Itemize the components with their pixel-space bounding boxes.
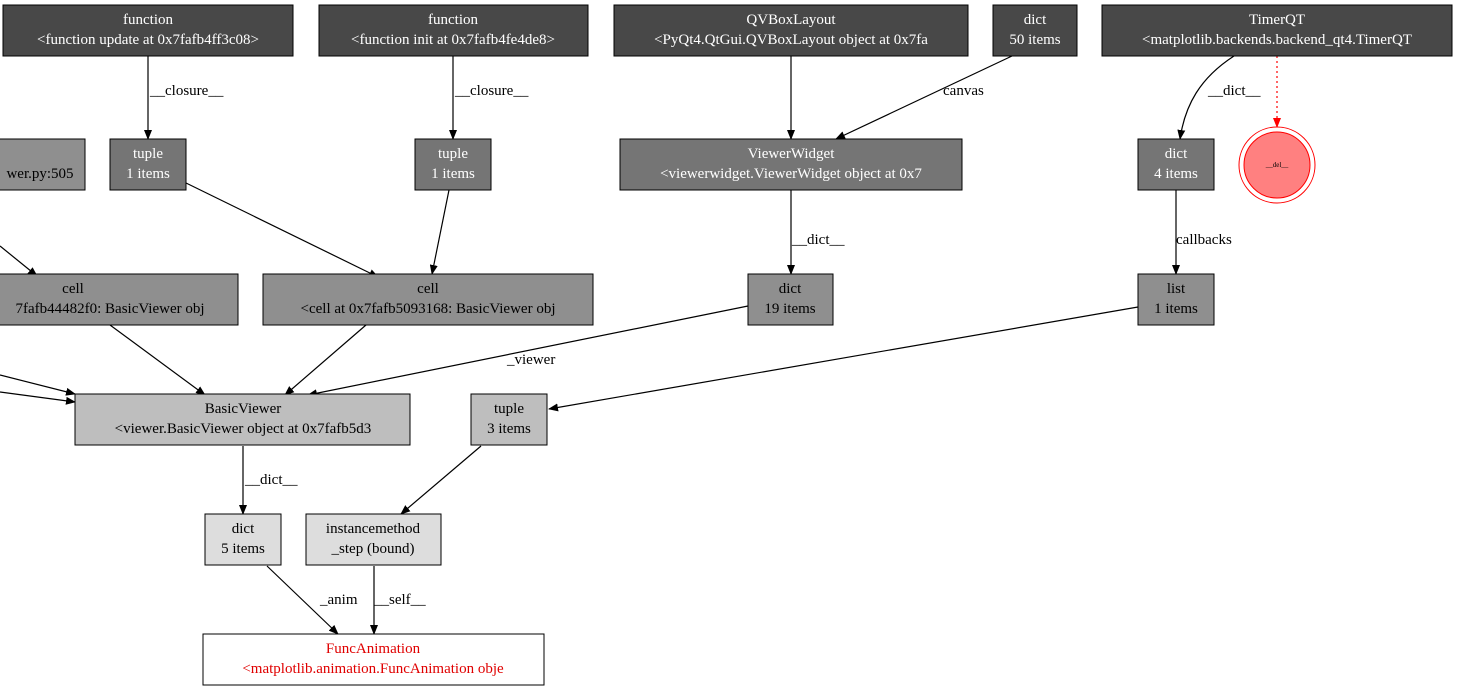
node-tuple-1a[interactable]: tuple 1 items — [109, 138, 187, 191]
edge-label-anim: _anim — [319, 592, 358, 608]
node-detail: <function init at 0x7fafb4fe4de8> — [351, 32, 555, 48]
node-cell-a[interactable]: cell 7fafb44482f0: BasicViewer obj — [0, 273, 239, 326]
node-frame-partial[interactable]: wer.py:505 — [0, 138, 86, 191]
node-title: dict — [779, 281, 802, 297]
node-cell-b[interactable]: cell <cell at 0x7fafb5093168: BasicViewe… — [262, 273, 594, 326]
edge-label-dict-widget: __dict__ — [791, 232, 845, 248]
node-title: FuncAnimation — [326, 641, 421, 657]
edge-label-closure-a: __closure__ — [149, 83, 224, 99]
edge-label-self: __self__ — [373, 592, 426, 608]
nodes: function <function update at 0x7fafb4ff3… — [0, 4, 1453, 686]
node-title: dict — [1165, 146, 1188, 162]
edge-label-viewer: _viewer — [506, 352, 555, 368]
node-detail: 3 items — [487, 421, 531, 437]
edge-offscreen-b-to-basicviewer — [0, 391, 76, 405]
edge-cell-a-to-basicviewer — [109, 324, 206, 396]
edge-tuple1a-to-cell-b — [183, 181, 379, 278]
edge-offscreen-a-to-basicviewer — [0, 374, 76, 396]
edge-dict50-to-viewerwidget — [835, 55, 1013, 140]
edge-cell-b-to-basicviewer — [284, 324, 367, 396]
node-title: dict — [1024, 12, 1047, 28]
node-list-1[interactable]: list 1 items — [1137, 273, 1215, 326]
node-title: function — [428, 12, 478, 28]
edge-label-dict-timer: __dict__ — [1207, 83, 1261, 99]
edge-offscreen-to-cell-a — [0, 245, 38, 277]
edge-list1-to-tuple3 — [548, 306, 1139, 412]
node-title: tuple — [494, 401, 524, 417]
edge-label-dict-basic: __dict__ — [244, 472, 298, 488]
node-basicviewer[interactable]: BasicViewer <viewer.BasicViewer object a… — [74, 393, 411, 446]
node-title: tuple — [133, 146, 163, 162]
edge-labels: __closure__ __closure__ canvas __dict__ … — [149, 83, 1261, 608]
node-title: tuple — [438, 146, 468, 162]
node-dict-4[interactable]: dict 4 items — [1137, 138, 1215, 191]
node-title: function — [123, 12, 173, 28]
edge-dict5-to-funcanim — [266, 565, 339, 635]
node-timerqt[interactable]: TimerQT <matplotlib.backends.backend_qt4… — [1101, 4, 1453, 57]
node-title: TimerQT — [1249, 12, 1305, 28]
node-title: list — [1167, 281, 1186, 297]
edge-tuple1b-to-cell-b — [429, 189, 450, 275]
node-detail: <cell at 0x7fafb5093168: BasicViewer obj — [301, 301, 556, 317]
node-detail: <viewerwidget.ViewerWidget object at 0x7 — [660, 166, 922, 182]
node-title: cell — [417, 281, 439, 297]
node-dict-5[interactable]: dict 5 items — [204, 513, 282, 566]
node-instancemethod[interactable]: instancemethod _step (bound) — [305, 513, 442, 566]
node-title: instancemethod — [326, 521, 421, 537]
node-qvboxlayout[interactable]: QVBoxLayout <PyQt4.QtGui.QVBoxLayout obj… — [613, 4, 969, 57]
edge-dict19-to-basicviewer — [307, 305, 749, 398]
edge-tuple3-to-instmethod — [400, 445, 482, 515]
node-del-circle[interactable]: __del__ — [1238, 126, 1316, 204]
node-detail: _step (bound) — [331, 541, 415, 557]
node-title: wer.py:505 — [6, 166, 73, 182]
node-detail: <function update at 0x7fafb4ff3c08> — [37, 32, 259, 48]
node-detail: 50 items — [1009, 32, 1060, 48]
node-dict-50[interactable]: dict 50 items — [992, 4, 1078, 57]
node-detail: 1 items — [1154, 301, 1198, 317]
node-funcanimation[interactable]: FuncAnimation <matplotlib.animation.Func… — [202, 633, 545, 686]
node-title: dict — [232, 521, 255, 537]
node-viewerwidget[interactable]: ViewerWidget <viewerwidget.ViewerWidget … — [619, 138, 963, 191]
edges — [0, 55, 1281, 635]
node-title: cell — [62, 281, 84, 297]
node-detail: 1 items — [431, 166, 475, 182]
node-title: ViewerWidget — [748, 146, 836, 162]
node-detail: <matplotlib.backends.backend_qt4.TimerQT — [1142, 32, 1412, 48]
node-detail: <viewer.BasicViewer object at 0x7fafb5d3 — [115, 421, 372, 437]
node-detail: 4 items — [1154, 166, 1198, 182]
node-detail: 7fafb44482f0: BasicViewer obj — [15, 301, 204, 317]
node-function-update[interactable]: function <function update at 0x7fafb4ff3… — [2, 4, 294, 57]
node-tuple-3[interactable]: tuple 3 items — [470, 393, 548, 446]
edge-label-callbacks: callbacks — [1176, 232, 1232, 248]
node-tuple-1b[interactable]: tuple 1 items — [414, 138, 492, 191]
node-detail: 5 items — [221, 541, 265, 557]
node-detail: <PyQt4.QtGui.QVBoxLayout object at 0x7fa — [654, 32, 928, 48]
node-detail: 1 items — [126, 166, 170, 182]
node-detail: 19 items — [764, 301, 815, 317]
node-title: QVBoxLayout — [746, 12, 836, 28]
node-function-init[interactable]: function <function init at 0x7fafb4fe4de… — [318, 4, 589, 57]
node-dict-19[interactable]: dict 19 items — [747, 273, 834, 326]
edge-label-closure-b: __closure__ — [454, 83, 529, 99]
edge-label-canvas: canvas — [943, 83, 984, 99]
node-title: __del__ — [1265, 161, 1289, 169]
edge-timerqt-to-dict4 — [1177, 55, 1235, 140]
node-title: BasicViewer — [205, 401, 282, 417]
node-detail: <matplotlib.animation.FuncAnimation obje — [242, 661, 504, 677]
